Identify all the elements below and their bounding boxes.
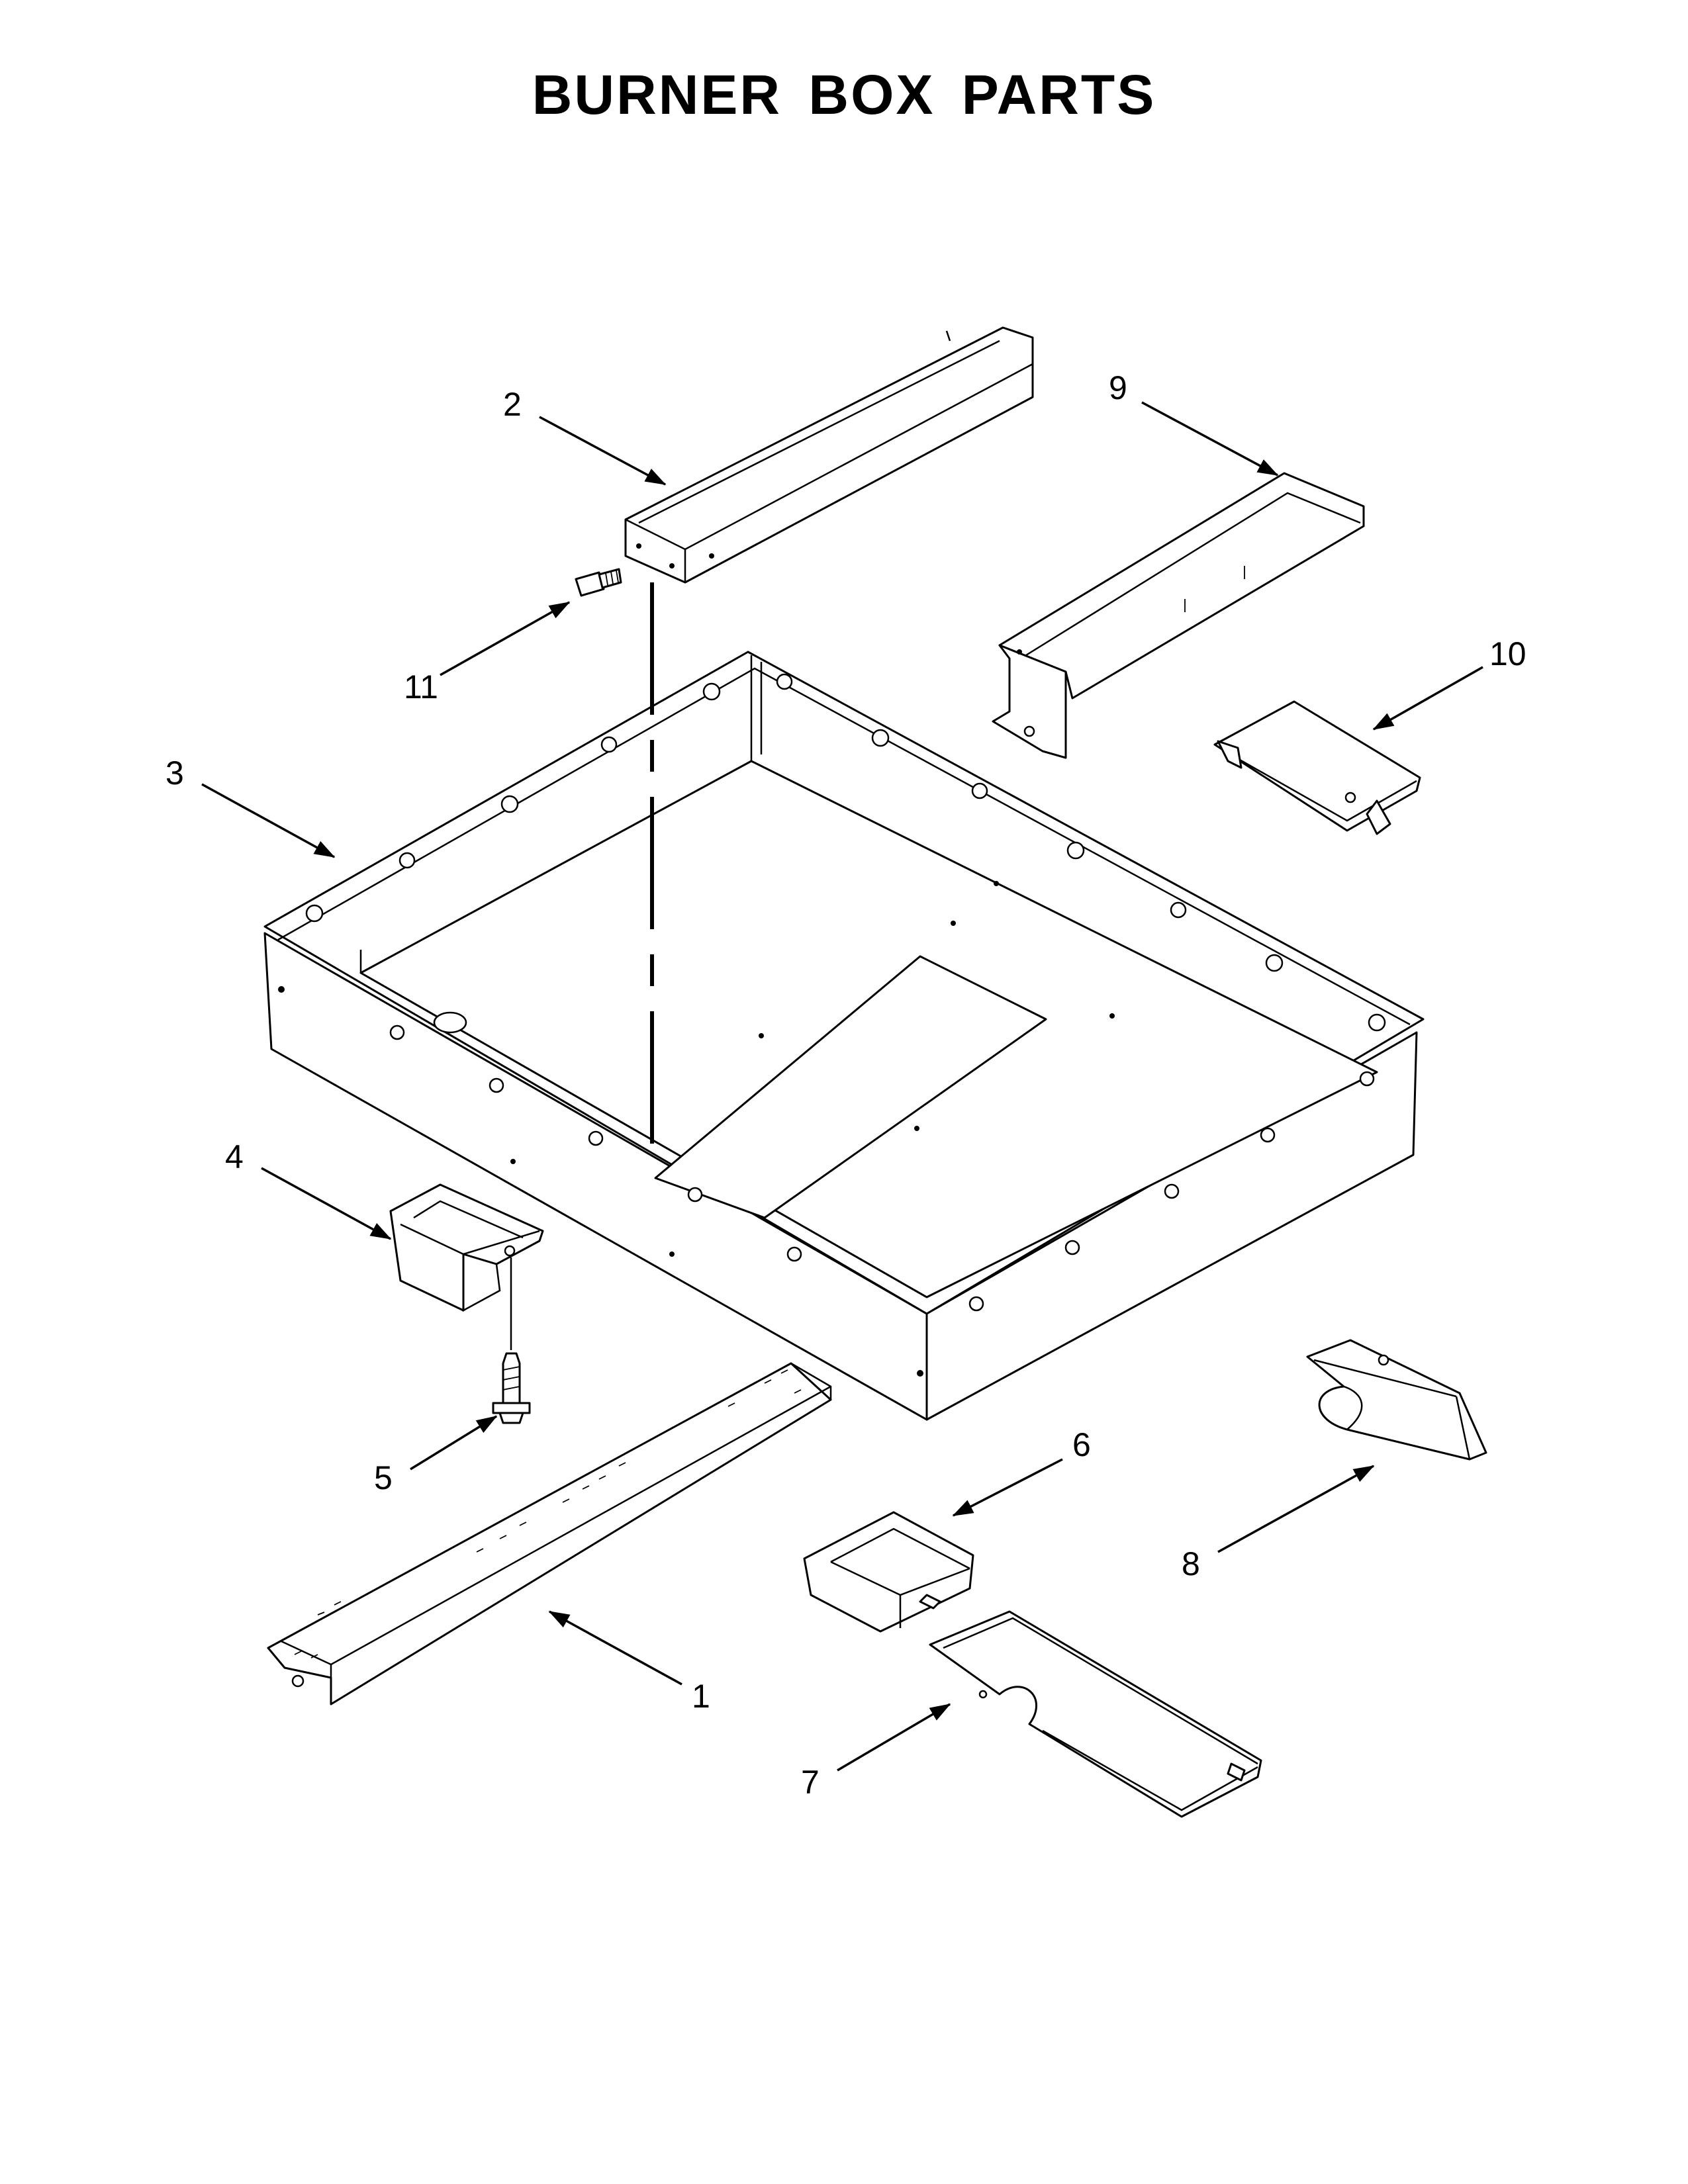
part-10-small-bracket[interactable] xyxy=(1213,700,1421,835)
callout-7: 7 xyxy=(801,1764,820,1801)
part-8-angled-bracket[interactable] xyxy=(1306,1339,1487,1461)
callout-6: 6 xyxy=(1072,1426,1091,1463)
callout-1: 1 xyxy=(692,1678,710,1715)
part-9-rear-bracket[interactable] xyxy=(992,472,1365,759)
part-7-bottom-plate[interactable] xyxy=(929,1610,1262,1818)
callout-8: 8 xyxy=(1182,1545,1200,1582)
part-3-burner-box[interactable] xyxy=(263,651,1425,1421)
leader-lines xyxy=(201,401,1483,1772)
part-1-bottom-rail[interactable] xyxy=(267,1362,832,1706)
part-2-burner-box-bracket[interactable] xyxy=(624,326,1034,584)
part-4-junction-box[interactable] xyxy=(389,1183,544,1312)
callout-4: 4 xyxy=(225,1138,244,1175)
callout-11: 11 xyxy=(404,668,438,705)
callout-5: 5 xyxy=(374,1459,393,1496)
part-6-module-bracket[interactable] xyxy=(803,1511,974,1633)
part-11-screw[interactable] xyxy=(575,568,622,597)
part-5-screw[interactable] xyxy=(492,1257,531,1424)
callout-3: 3 xyxy=(165,754,184,792)
callout-9: 9 xyxy=(1109,369,1127,406)
callout-10: 10 xyxy=(1489,635,1526,672)
page-title: BURNER BOX PARTS xyxy=(532,64,1156,126)
callout-2: 2 xyxy=(503,386,522,423)
